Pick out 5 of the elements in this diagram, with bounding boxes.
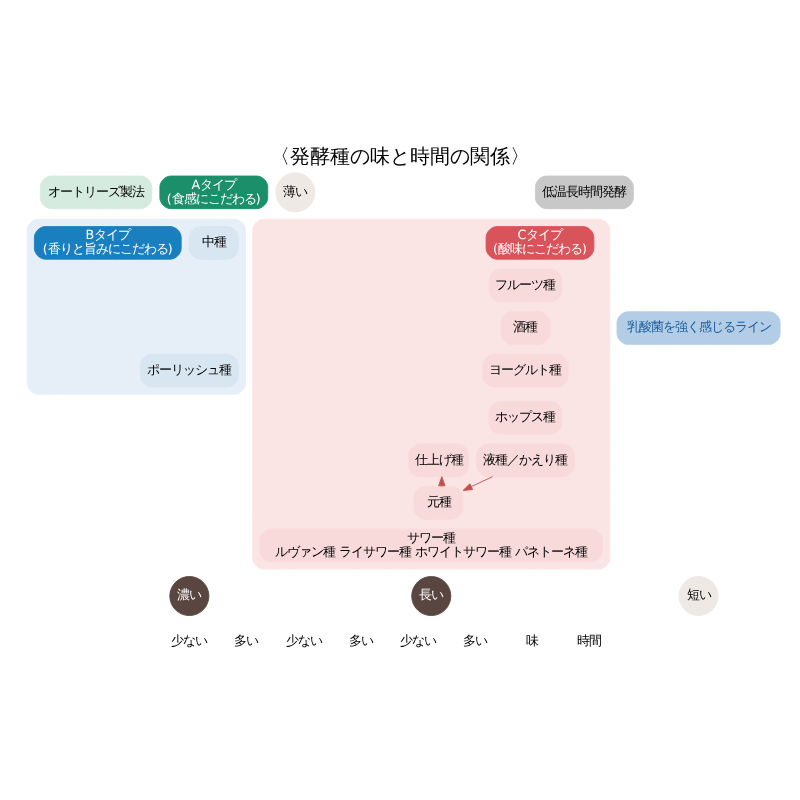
diagram-title: 〈発酵種の味と時間の関係〉 <box>270 146 530 169</box>
cluster <box>26 217 246 394</box>
cluster <box>252 217 611 569</box>
arrow <box>438 475 446 487</box>
arrow <box>462 475 494 490</box>
